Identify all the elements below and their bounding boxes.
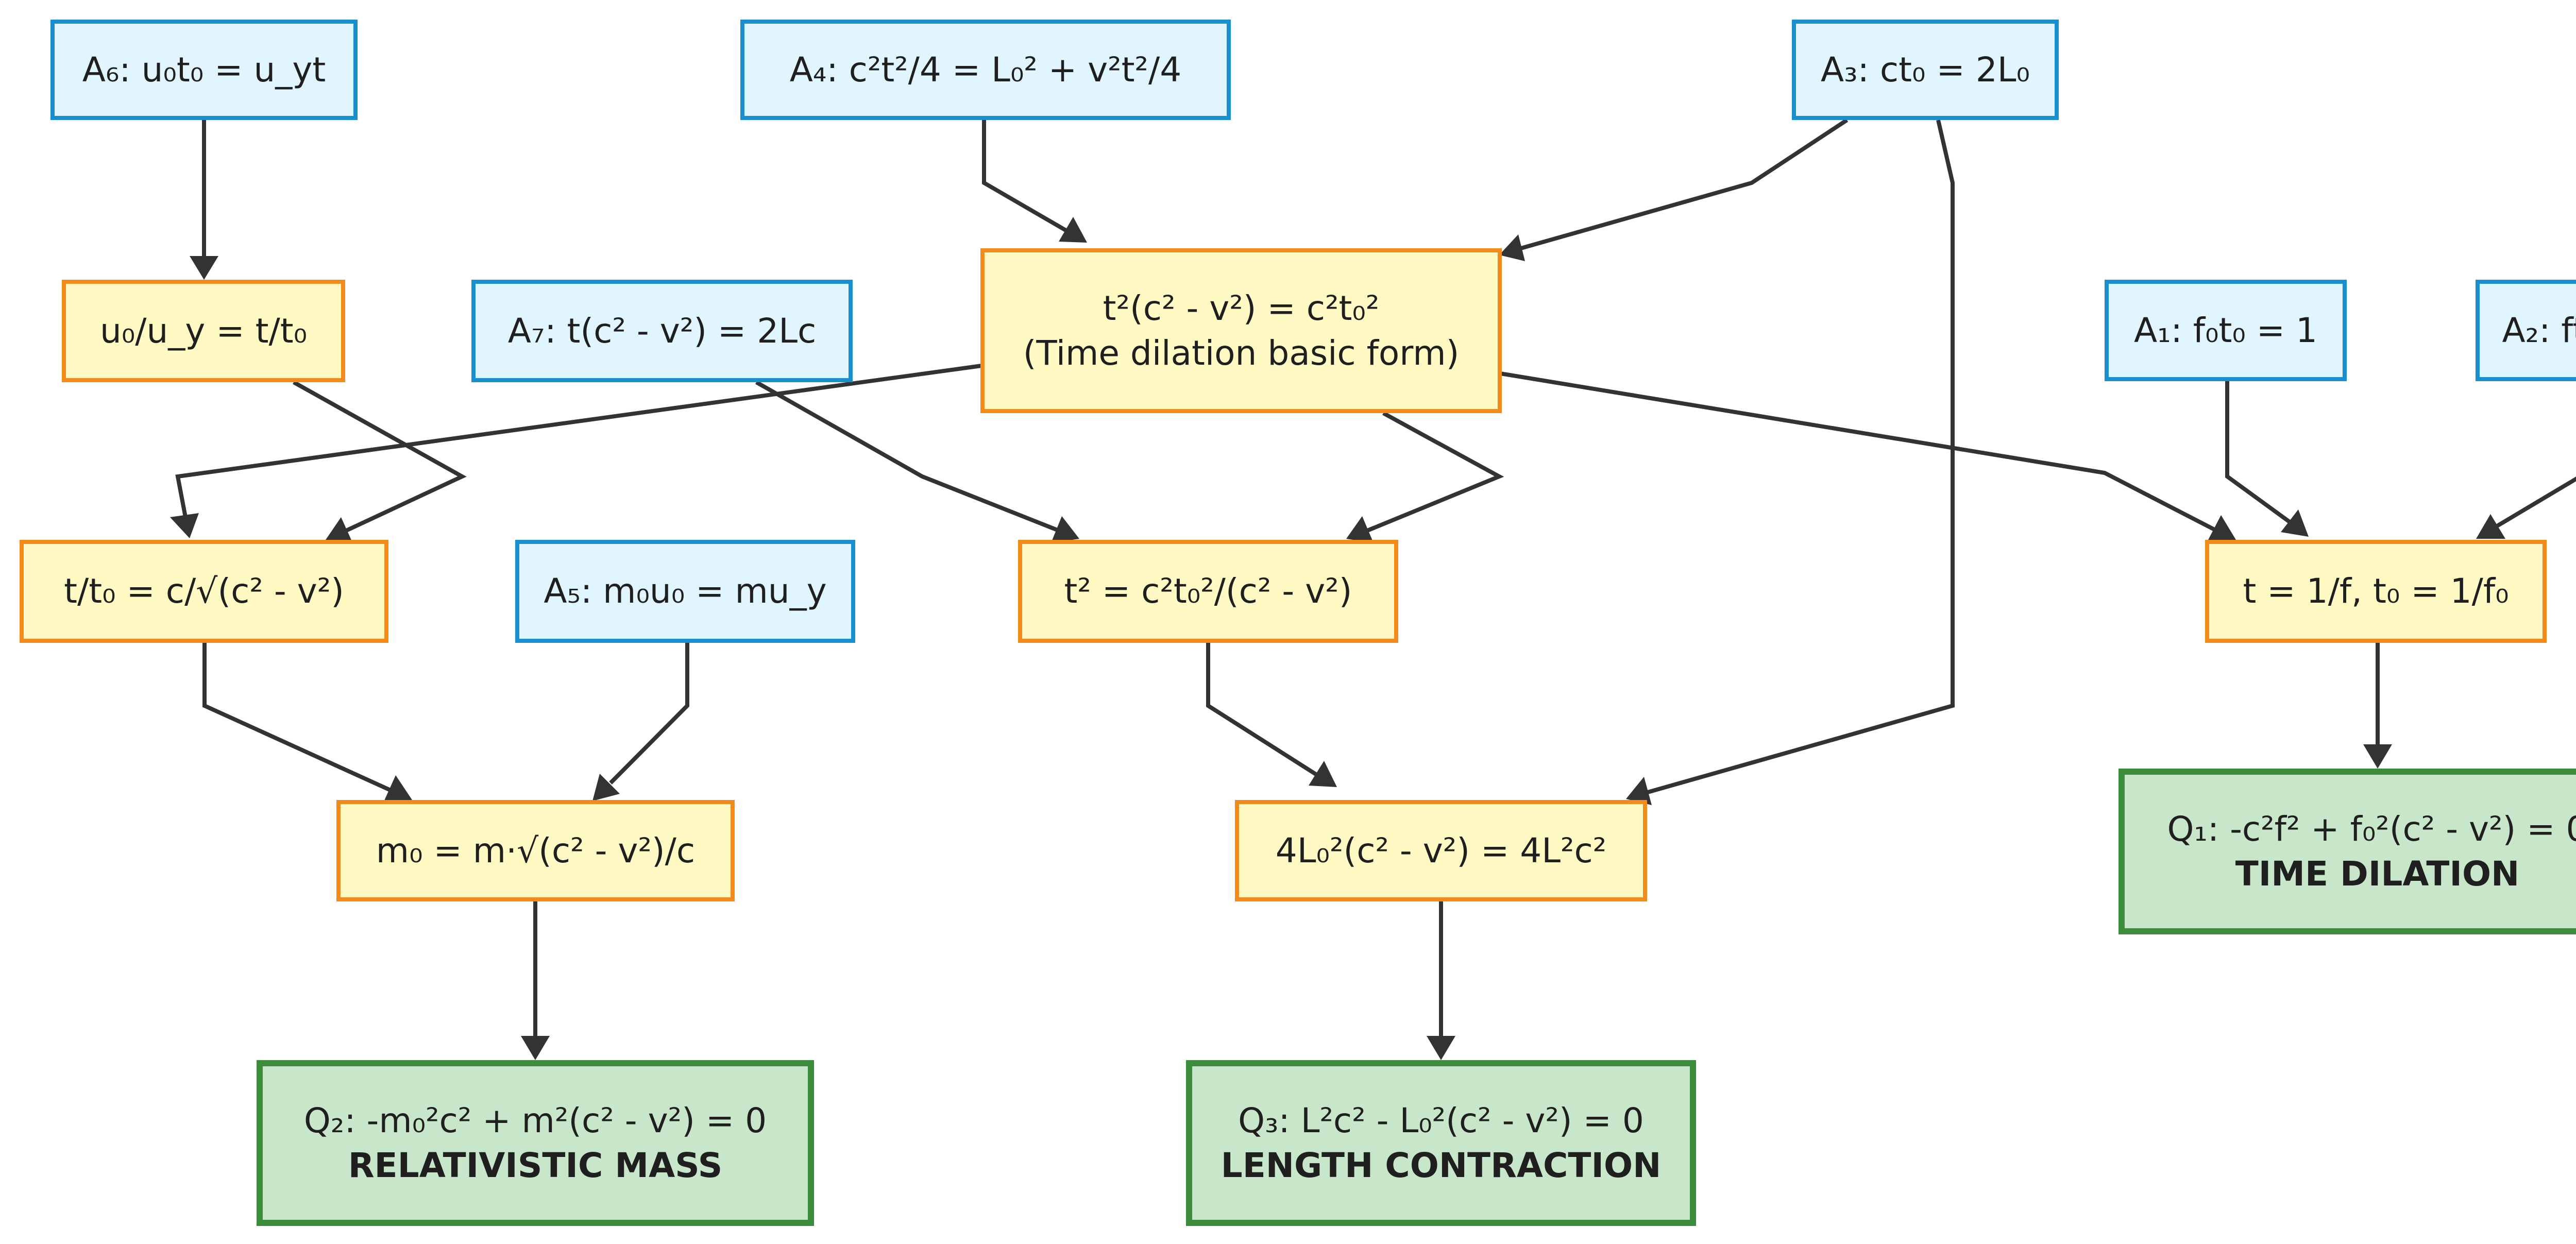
node-q2-equation: Q₂: -m₀²c² + m²(c² - v²) = 0: [303, 1100, 767, 1140]
edge-a2-to-tf: [2493, 476, 2576, 530]
node-t-squared: t² = c²t₀²/(c² - v²): [1018, 540, 1398, 643]
edge-a3-to-length: [1647, 120, 1955, 794]
node-time-dilation-basic: t²(c² - v²) = c²t₀² (Time dilation basic…: [980, 248, 1502, 413]
node-basic-line1: t²(c² - v²) = c²t₀²: [1103, 288, 1380, 328]
arrowhead-basic-from-a3: [1499, 234, 1525, 261]
arrowhead-tf-from-a2: [2476, 514, 2505, 539]
edge-basic-to-ratio-t: [175, 364, 982, 518]
node-t-squared-label: t² = c²t₀²/(c² - v²): [1064, 571, 1352, 611]
node-rest-mass: m₀ = m·√(c² - v²)/c: [336, 800, 735, 901]
node-a7: A₇: t(c² - v²) = 2Lc: [471, 280, 853, 382]
node-q3-title: LENGTH CONTRACTION: [1221, 1146, 1662, 1185]
node-a2-label: A₂: ft = 1: [2502, 310, 2576, 350]
arrowhead-tf-from-a1: [2281, 509, 2309, 537]
node-a1: A₁: f₀t₀ = 1: [2105, 280, 2347, 381]
arrowhead-tsq-from-basic: [1346, 516, 1374, 543]
node-ratio-u-label: u₀/u_y = t/t₀: [99, 311, 308, 351]
node-a4-label: A₄: c²t²/4 = L₀² + v²t²/4: [789, 49, 1182, 90]
node-q1-equation: Q₁: -c²f² + f₀²(c² - v²) = 0: [2167, 809, 2576, 849]
node-period-frequency-label: t = 1/f, t₀ = 1/f₀: [2243, 571, 2509, 611]
arrowhead-length-from-a3: [1626, 777, 1652, 805]
node-length-relation-label: 4L₀²(c² - v²) = 4L²c²: [1275, 830, 1607, 871]
arrowhead-m0-from-ratio-t: [384, 775, 412, 802]
arrowhead-ratio-u: [190, 256, 218, 280]
node-q2-title: RELATIVISTIC MASS: [348, 1146, 723, 1185]
node-rest-mass-label: m₀ = m·√(c² - v²)/c: [376, 830, 696, 871]
node-a2: A₂: ft = 1: [2476, 280, 2576, 381]
node-q1-time-dilation: Q₁: -c²f² + f₀²(c² - v²) = 0 TIME DILATI…: [2119, 769, 2576, 934]
node-a5-label: A₅: m₀u₀ = mu_y: [544, 571, 827, 611]
edge-ratio-u-to-ratio-t: [293, 380, 467, 533]
node-period-frequency: t = 1/f, t₀ = 1/f₀: [2205, 540, 2547, 643]
arrowhead-basic-from-a4: [1059, 217, 1087, 243]
arrowhead-tsq-from-a7: [1051, 516, 1079, 543]
node-q3-length-contraction: Q₃: L²c² - L₀²(c² - v²) = 0 LENGTH CONTR…: [1186, 1060, 1696, 1226]
edge-ratio-t-to-m0: [202, 643, 393, 793]
arrowhead-ratio-t-from-ratio-u: [326, 517, 353, 543]
arrowhead-q3: [1427, 1036, 1455, 1060]
node-q3-equation: Q₃: L²c² - L₀²(c² - v²) = 0: [1238, 1100, 1644, 1140]
edge-a7-to-tsq: [755, 380, 1060, 533]
edge-basic-to-tf: [1500, 371, 2217, 533]
edge-a1-to-tf: [2225, 381, 2293, 525]
node-a4: A₄: c²t²/4 = L₀² + v²t²/4: [740, 20, 1231, 120]
node-a7-label: A₇: t(c² - v²) = 2Lc: [507, 311, 817, 351]
node-ratio-t: t/t₀ = c/√(c² - v²): [20, 540, 388, 643]
node-a3-label: A₃: ct₀ = 2L₀: [1821, 49, 2030, 90]
arrowhead-ratio-t-from-basic: [170, 513, 199, 538]
node-a3: A₃: ct₀ = 2L₀: [1792, 20, 2059, 120]
node-a1-label: A₁: f₀t₀ = 1: [2133, 310, 2318, 350]
node-ratio-u: u₀/u_y = t/t₀: [62, 280, 345, 382]
node-q2-relativistic-mass: Q₂: -m₀²c² + m²(c² - v²) = 0 RELATIVISTI…: [257, 1060, 814, 1226]
node-ratio-t-label: t/t₀ = c/√(c² - v²): [64, 571, 344, 611]
edge-a5-to-m0: [609, 643, 689, 785]
edge-tsq-to-length: [1206, 643, 1317, 776]
arrowhead-length-from-tsq: [1309, 761, 1337, 787]
arrowhead-m0-from-a5: [592, 774, 620, 801]
node-a6: A₆: u₀t₀ = u_yt: [50, 20, 358, 120]
node-a5: A₅: m₀u₀ = mu_y: [515, 540, 855, 643]
node-a6-label: A₆: u₀t₀ = u_yt: [82, 49, 326, 90]
arrowhead-q2: [521, 1036, 550, 1060]
arrowhead-q1: [2363, 744, 2392, 769]
node-basic-line2: (Time dilation basic form): [1023, 333, 1460, 373]
node-length-relation: 4L₀²(c² - v²) = 4L²c²: [1235, 800, 1647, 901]
edge-a4-to-basic: [982, 120, 1069, 233]
edge-basic-to-tsq: [1366, 411, 1504, 533]
edge-a3-to-basic: [1520, 118, 1849, 250]
node-q1-title: TIME DILATION: [2235, 854, 2520, 894]
arrowhead-tf-from-basic: [2208, 515, 2236, 541]
